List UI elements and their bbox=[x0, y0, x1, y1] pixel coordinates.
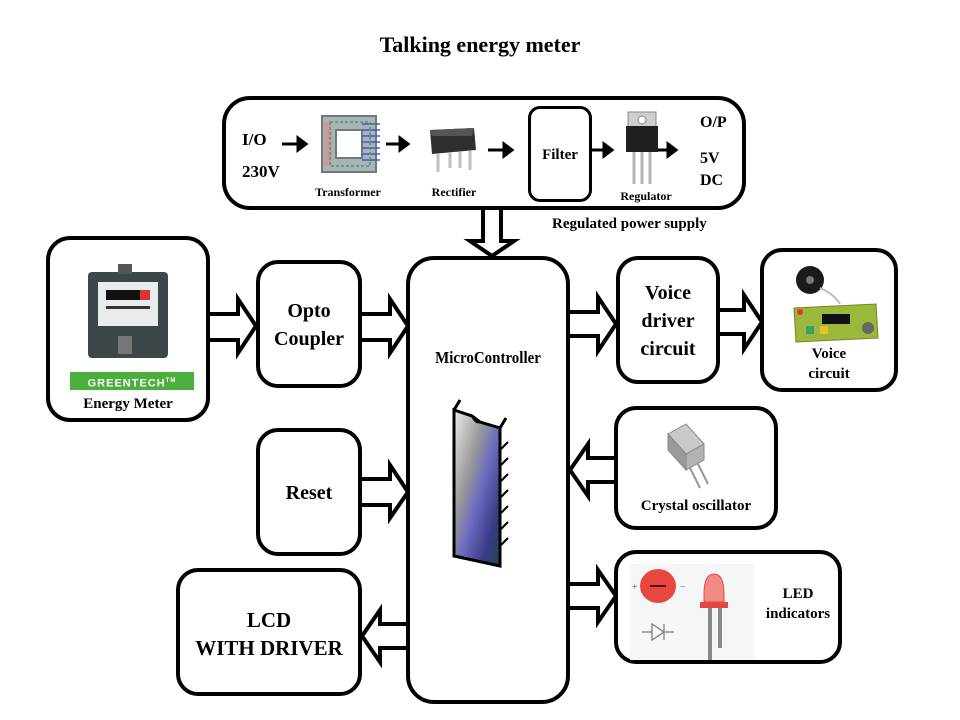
output-label: O/P bbox=[700, 114, 727, 131]
led-icon: + − bbox=[630, 564, 754, 660]
filter-label: Filter bbox=[542, 147, 578, 163]
lcd-block: LCD WITH DRIVER bbox=[176, 568, 362, 696]
voice-circuit-line1: Voice bbox=[811, 346, 847, 362]
arrow-mcu-to-lcd bbox=[359, 603, 408, 669]
transformer-label: Transformer bbox=[315, 185, 381, 199]
svg-text:−: − bbox=[680, 582, 686, 593]
voice-circuit-icon bbox=[786, 264, 882, 344]
greentech-logo: GREENTECHTM bbox=[70, 372, 194, 390]
rectifier-label: Rectifier bbox=[431, 185, 477, 199]
voice-driver-block: Voice driver circuit bbox=[616, 256, 720, 384]
input-label: I/O bbox=[242, 130, 267, 149]
arrow-reset-to-mcu bbox=[362, 458, 411, 525]
lcd-line1: LCD bbox=[246, 608, 292, 632]
power-supply-block: I/O 230V Transformer bbox=[222, 96, 746, 210]
voice-driver-line1: Voice bbox=[645, 282, 691, 304]
regulator-icon bbox=[622, 110, 662, 188]
energy-meter-label: Energy Meter bbox=[83, 396, 173, 412]
svg-text:+: + bbox=[632, 582, 638, 593]
greentech-brand: GREENTECH bbox=[87, 377, 166, 390]
crystal-oscillator-label: Crystal oscillator bbox=[640, 498, 752, 514]
greentech-trademark: TM bbox=[165, 378, 177, 384]
microcontroller-label: MicroController bbox=[435, 348, 541, 367]
opto-coupler-line2: Coupler bbox=[274, 328, 344, 350]
chip-icon bbox=[450, 390, 514, 570]
led-line2: indicators bbox=[765, 606, 831, 622]
arrow-mcu-to-voicedriver bbox=[568, 290, 619, 358]
regulator-label: Regulator bbox=[620, 189, 672, 203]
output-voltage: 5V bbox=[700, 150, 720, 167]
arrow-meter-to-opto bbox=[208, 292, 259, 360]
arrow-crystal-to-mcu bbox=[567, 437, 616, 503]
reset-label: Reset bbox=[285, 482, 333, 504]
reset-block: Reset bbox=[256, 428, 362, 556]
input-voltage: 230V bbox=[242, 162, 280, 181]
voice-driver-line3: circuit bbox=[640, 338, 696, 360]
crystal-icon bbox=[660, 420, 720, 490]
arrow-mcu-to-led bbox=[568, 563, 619, 629]
led-line1: LED bbox=[782, 586, 814, 602]
voice-circuit-block: Voice circuit bbox=[760, 248, 898, 392]
arrow-power-to-mcu bbox=[463, 208, 521, 259]
rectifier-icon bbox=[424, 124, 480, 180]
voice-driver-line2: driver bbox=[641, 310, 695, 332]
opto-coupler-block: Opto Coupler bbox=[256, 260, 362, 388]
transformer-icon bbox=[308, 108, 388, 180]
filter-block: Filter bbox=[528, 106, 592, 202]
voice-circuit-line2: circuit bbox=[808, 366, 850, 382]
energy-meter-block: GREENTECHTM Energy Meter bbox=[46, 236, 210, 422]
output-type: DC bbox=[700, 172, 724, 189]
lcd-line2: WITH DRIVER bbox=[195, 636, 343, 660]
microcontroller-block: MicroController bbox=[406, 256, 570, 704]
arrow-voicedriver-to-voice bbox=[720, 288, 765, 356]
arrow-opto-to-mcu bbox=[362, 292, 411, 360]
opto-coupler-line1: Opto bbox=[287, 300, 331, 322]
ps-small-arrows bbox=[282, 135, 679, 159]
diagram-title: Talking energy meter bbox=[379, 32, 581, 57]
led-indicators-block: + − LED indicators bbox=[614, 550, 842, 664]
energy-meter-icon bbox=[84, 262, 174, 362]
crystal-oscillator-block: Crystal oscillator bbox=[614, 406, 778, 530]
power-supply-caption: Regulated power supply bbox=[552, 216, 707, 232]
